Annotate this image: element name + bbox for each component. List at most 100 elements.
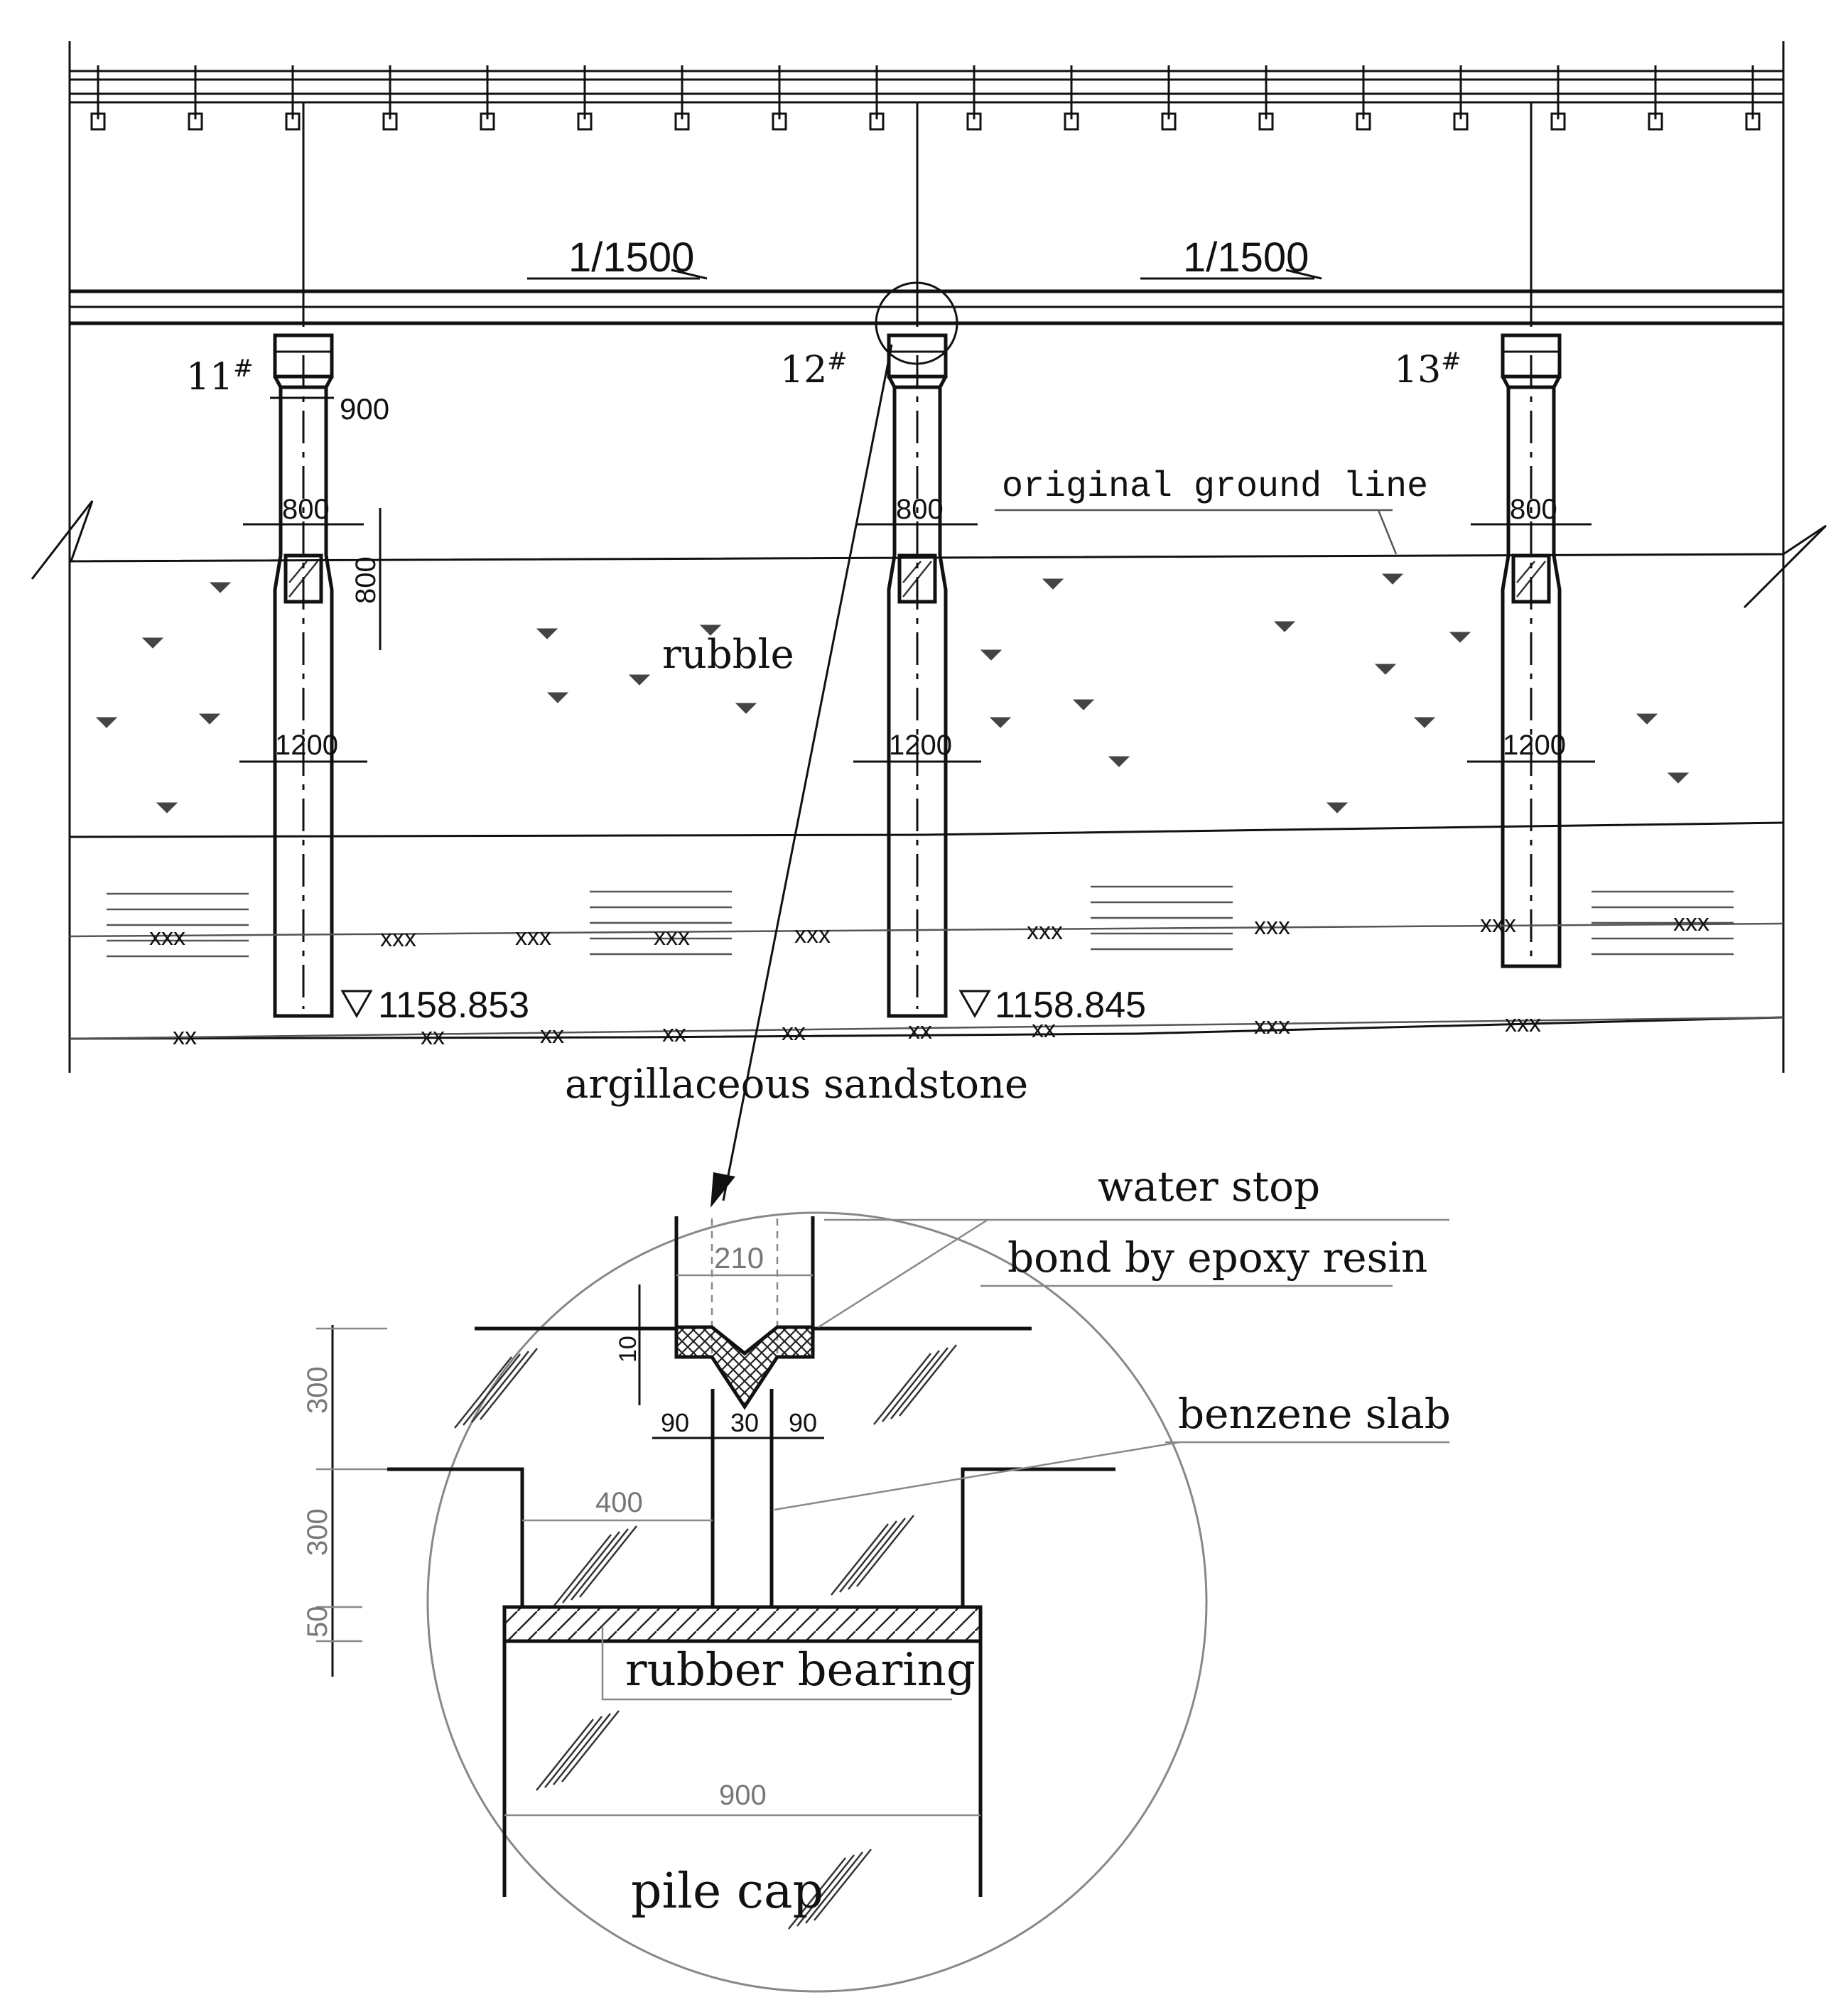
rubble-symbol bbox=[156, 802, 178, 813]
railing-post-base bbox=[1356, 112, 1371, 131]
rubble-symbol bbox=[95, 717, 118, 728]
railing-post-base bbox=[577, 112, 593, 131]
rubble-symbol bbox=[1042, 578, 1064, 590]
slab-step-right bbox=[961, 1467, 1115, 1607]
railing-post-base bbox=[480, 112, 495, 131]
concrete-hatch-line bbox=[553, 1713, 611, 1785]
slope-label-right: 1/1500 bbox=[1140, 234, 1322, 281]
xxx-mark: xxx bbox=[1254, 913, 1290, 940]
rubble-symbol bbox=[198, 713, 221, 725]
rubble-symbol bbox=[1273, 621, 1296, 632]
xx-mark: xx bbox=[1032, 1016, 1056, 1043]
slope-text: 1/1500 bbox=[1183, 234, 1309, 281]
rubble-symbol bbox=[980, 649, 1003, 661]
concrete-hatch-line bbox=[463, 1353, 521, 1426]
xx-mark: xx bbox=[540, 1022, 564, 1049]
rubble-symbol bbox=[1636, 713, 1658, 725]
railing-post-base bbox=[966, 112, 982, 131]
dim-800: 800 bbox=[896, 494, 944, 525]
dim-1200: 1200 bbox=[889, 730, 952, 761]
sandstone-mark-line bbox=[69, 922, 1784, 938]
dim-800: 800 bbox=[1510, 494, 1557, 525]
concrete-hatch-line bbox=[454, 1356, 512, 1429]
dim-800-vertical: 800 bbox=[350, 556, 382, 604]
concrete-hatch bbox=[454, 1344, 957, 1930]
rubble-symbol bbox=[546, 692, 569, 703]
detail-circle bbox=[426, 1211, 1208, 1993]
pier-12: 800 1200 bbox=[853, 333, 981, 1018]
xx-mark: xx bbox=[782, 1019, 806, 1046]
railing-post-base bbox=[1745, 112, 1761, 131]
rubble-symbol bbox=[735, 703, 757, 714]
railing-post-base bbox=[1258, 112, 1274, 131]
xx-mark: xx bbox=[421, 1023, 445, 1050]
rubble-symbol bbox=[1374, 664, 1397, 675]
railing bbox=[70, 65, 1783, 131]
concrete-hatch-line bbox=[848, 1518, 906, 1590]
xx-mark: xx bbox=[662, 1020, 686, 1047]
xxx-mark: xxx bbox=[1254, 1012, 1290, 1039]
svg-text:210: 210 bbox=[714, 1241, 764, 1275]
railing-post-base bbox=[188, 112, 203, 131]
detail-view: water stop bond by epoxy resin benzene s… bbox=[302, 1162, 1451, 1993]
callout-leader bbox=[722, 344, 893, 1201]
rubble-symbol bbox=[1072, 699, 1095, 710]
slab-step-left bbox=[387, 1467, 524, 1607]
rubble-marks bbox=[95, 573, 1690, 813]
xxx-mark: xxx bbox=[1027, 918, 1063, 945]
rubble-symbol bbox=[141, 637, 164, 649]
railing-post-base bbox=[1064, 112, 1079, 131]
rubble-symbol bbox=[1381, 573, 1404, 585]
concrete-hatch-line bbox=[788, 1857, 846, 1930]
rubble-symbol bbox=[1413, 717, 1436, 728]
concrete-hatch-line bbox=[856, 1515, 914, 1587]
railing-post-base bbox=[1453, 112, 1469, 131]
elevation-view: 1/1500 1/1500 11# 12# 13# 80012008001200… bbox=[31, 41, 1827, 1208]
concrete-hatch-line bbox=[882, 1350, 940, 1422]
svg-text:30: 30 bbox=[730, 1408, 759, 1437]
xxx-mark: xxx bbox=[1505, 1010, 1541, 1037]
rubber-bearing bbox=[502, 1605, 983, 1643]
pile-shaft bbox=[273, 555, 334, 1018]
svg-text:1158.845: 1158.845 bbox=[995, 985, 1146, 1026]
svg-text:90: 90 bbox=[789, 1408, 817, 1437]
rubble-symbol bbox=[536, 628, 558, 639]
svg-text:1158.853: 1158.853 bbox=[378, 985, 529, 1026]
deck-slab bbox=[70, 289, 1783, 325]
xxx-mark: xxx bbox=[380, 925, 416, 952]
concrete-hatch-line bbox=[536, 1719, 594, 1791]
callout-arrowhead bbox=[710, 1172, 735, 1208]
rubble-symbol bbox=[628, 674, 651, 686]
svg-text:900: 900 bbox=[719, 1780, 767, 1811]
elevation-mark-11: 1158.853 bbox=[340, 985, 529, 1026]
concrete-hatch-line bbox=[480, 1348, 538, 1420]
svg-text:90: 90 bbox=[661, 1408, 689, 1437]
dim-1200: 1200 bbox=[275, 730, 338, 761]
xxx-mark: xxx bbox=[515, 924, 551, 951]
concrete-hatch-line bbox=[873, 1353, 931, 1425]
dim-210: 210 bbox=[676, 1241, 813, 1277]
rubber-bearing-label: rubber bearing bbox=[625, 1644, 976, 1697]
xxx-mark: xxx bbox=[1480, 911, 1516, 938]
pile-cap-label: pile cap bbox=[631, 1864, 823, 1920]
pier-label-13: 13# bbox=[1394, 347, 1461, 391]
railing-post-base bbox=[674, 112, 690, 131]
rubble-symbol bbox=[989, 717, 1012, 728]
concrete-hatch-line bbox=[471, 1351, 529, 1423]
railing-post-base bbox=[90, 112, 106, 131]
concrete-hatch-line bbox=[561, 1710, 620, 1783]
concrete-hatch-line bbox=[805, 1851, 863, 1924]
svg-text:50: 50 bbox=[302, 1606, 333, 1638]
svg-text:300: 300 bbox=[302, 1366, 333, 1414]
dim-vertical-left: 300 300 50 bbox=[302, 1325, 387, 1677]
svg-text:300: 300 bbox=[302, 1508, 333, 1556]
concrete-hatch-line bbox=[831, 1523, 889, 1596]
sandstone-boundary bbox=[69, 1016, 1784, 1040]
concrete-hatch-line bbox=[796, 1854, 855, 1927]
concrete-hatch-line bbox=[890, 1347, 949, 1419]
railing-post-base bbox=[285, 112, 301, 131]
water-stop-label: water stop bbox=[1098, 1162, 1320, 1211]
